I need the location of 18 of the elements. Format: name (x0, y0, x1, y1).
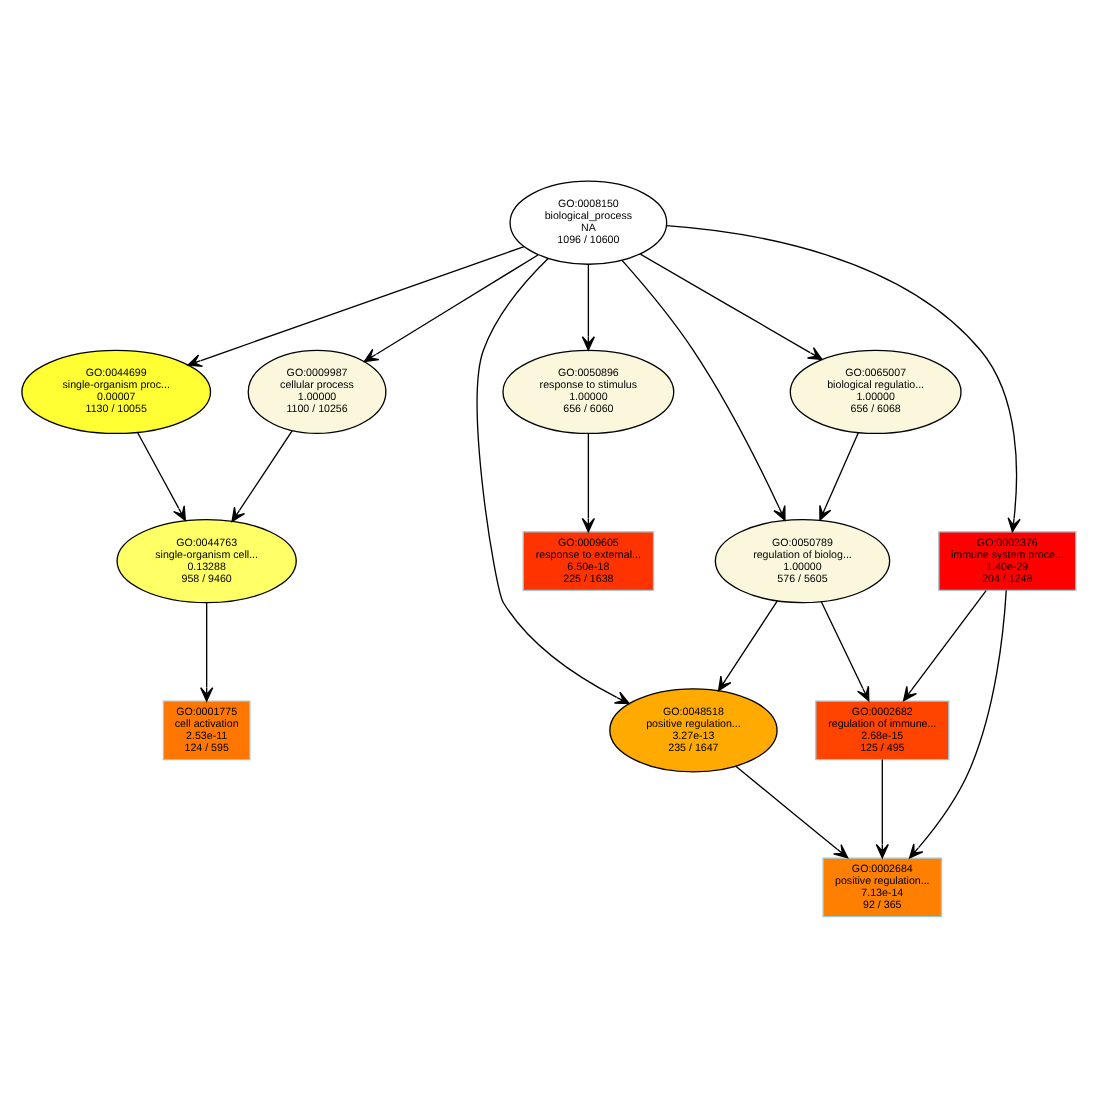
arrow (231, 429, 293, 523)
arrow (875, 758, 889, 859)
arrow (717, 600, 778, 692)
arrow (581, 432, 596, 533)
arrow (621, 259, 786, 521)
arrow (819, 432, 859, 521)
arrow (902, 590, 987, 702)
arrow (908, 589, 1007, 859)
arrow (639, 253, 823, 361)
arrow (363, 254, 539, 363)
arrow (820, 601, 870, 702)
arrow (136, 431, 186, 522)
arrow (581, 263, 596, 351)
arrow (200, 602, 214, 702)
arrow (665, 225, 1021, 533)
arrow (187, 245, 525, 367)
arrow (735, 765, 849, 859)
arrow (476, 257, 630, 705)
